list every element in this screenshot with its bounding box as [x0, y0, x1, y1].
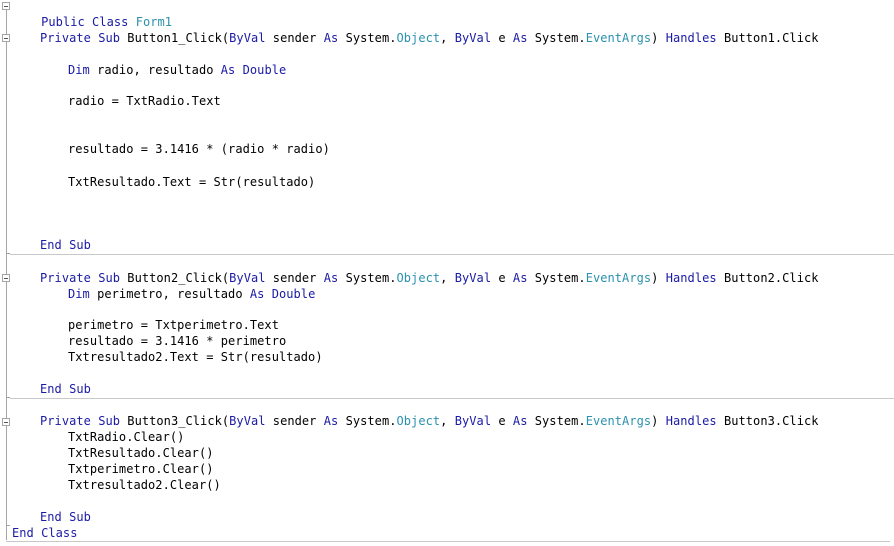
collapse-sub3-icon[interactable] [2, 418, 10, 426]
code-text: System. [338, 414, 397, 428]
code-line[interactable]: TxtRadio.Clear() [68, 430, 185, 444]
code-line[interactable]: radio = TxtRadio.Text [68, 94, 221, 108]
keyword: Private Sub [40, 414, 128, 428]
code-line[interactable]: Txtresultado2.Clear() [68, 478, 221, 492]
keyword: ByVal [229, 271, 266, 285]
collapse-sub2-icon[interactable] [2, 274, 10, 282]
keyword: ByVal [229, 31, 266, 45]
code-line[interactable]: Txtperimetro.Clear() [68, 462, 214, 476]
keyword: Private Sub [40, 271, 128, 285]
type-name: EventArgs [585, 271, 652, 285]
keyword: Handles [665, 414, 717, 428]
keyword: ByVal [229, 414, 266, 428]
code-text: Button2.Click [716, 271, 819, 285]
end-sub[interactable]: End Sub [40, 382, 91, 396]
code-text: System. [527, 31, 586, 45]
keyword: As [249, 287, 265, 301]
code-text: e [491, 271, 513, 285]
type-name: EventArgs [585, 414, 652, 428]
code-text: Button2_Click( [127, 271, 230, 285]
sub2-header[interactable]: Private Sub Button2_Click(ByVal sender A… [40, 270, 819, 286]
code-line[interactable]: TxtResultado.Text = Str(resultado) [68, 175, 316, 189]
sub3-header[interactable]: Private Sub Button3_Click(ByVal sender A… [40, 413, 819, 429]
keyword: Dim [68, 63, 90, 77]
code-text: System. [527, 271, 586, 285]
dim-statement[interactable]: Dim radio, resultado As Double [68, 62, 286, 78]
code-text: sender [265, 414, 324, 428]
method-separator [10, 398, 894, 399]
keyword: As [512, 31, 528, 45]
code-text: ) [651, 31, 666, 45]
outline-end-tick [6, 525, 10, 526]
code-text: sender [265, 31, 324, 45]
keyword: Private Sub [40, 31, 128, 45]
keyword: As [512, 414, 528, 428]
end-sub[interactable]: End Sub [40, 510, 91, 524]
keyword: ByVal [454, 271, 492, 285]
method-separator [10, 254, 894, 255]
keyword: As [323, 31, 339, 45]
code-line[interactable]: resultado = 3.1416 * perimetro [68, 334, 287, 348]
code-text: ) [651, 414, 666, 428]
code-text: Button1_Click( [127, 31, 230, 45]
keyword: Double [264, 287, 316, 301]
code-line[interactable]: resultado = 3.1416 * (radio * radio) [68, 142, 330, 156]
method-separator [6, 541, 890, 542]
code-text: , [440, 31, 455, 45]
code-text: Button1.Click [716, 31, 819, 45]
code-text: System. [527, 414, 586, 428]
keyword: As [323, 414, 339, 428]
class-name: Form1 [135, 15, 173, 29]
type-name: Object [396, 271, 441, 285]
type-name: Object [396, 31, 441, 45]
code-line[interactable]: Txtresultado2.Text = Str(resultado) [68, 350, 323, 364]
end-sub[interactable]: End Sub [40, 238, 91, 252]
type-name: EventArgs [585, 31, 652, 45]
code-text: ) [651, 271, 666, 285]
code-text: radio, resultado [89, 63, 221, 77]
end-class[interactable]: End Class [12, 526, 78, 540]
keyword: As [220, 63, 236, 77]
code-text: , [440, 271, 455, 285]
keyword: ByVal [454, 31, 492, 45]
code-text: System. [338, 271, 397, 285]
sub1-header[interactable]: Private Sub Button1_Click(ByVal sender A… [40, 30, 819, 46]
keyword: Public Class [41, 15, 136, 29]
keyword: ByVal [454, 414, 492, 428]
keyword: As [323, 271, 339, 285]
code-text: , [440, 414, 455, 428]
collapse-class-icon[interactable] [2, 2, 10, 10]
keyword: Double [235, 63, 287, 77]
code-text: sender [265, 271, 324, 285]
collapse-sub1-icon[interactable] [2, 34, 10, 42]
outline-end-tick [6, 397, 10, 398]
code-text: e [491, 414, 513, 428]
code-line[interactable]: TxtResultado.Clear() [68, 446, 214, 460]
outline-end-tick [6, 253, 10, 254]
code-text: Button3.Click [716, 414, 819, 428]
keyword: Dim [68, 287, 90, 301]
type-name: Object [396, 414, 441, 428]
code-text: Button3_Click( [127, 414, 230, 428]
code-text: perimetro, resultado [89, 287, 250, 301]
code-text: e [491, 31, 513, 45]
keyword: Handles [665, 31, 717, 45]
dim-statement[interactable]: Dim perimetro, resultado As Double [68, 286, 315, 302]
code-text: System. [338, 31, 397, 45]
code-line[interactable]: perimetro = Txtperimetro.Text [68, 318, 279, 332]
class-declaration[interactable]: Public Class Form1 [12, 0, 172, 29]
keyword: Handles [665, 271, 717, 285]
keyword: As [512, 271, 528, 285]
